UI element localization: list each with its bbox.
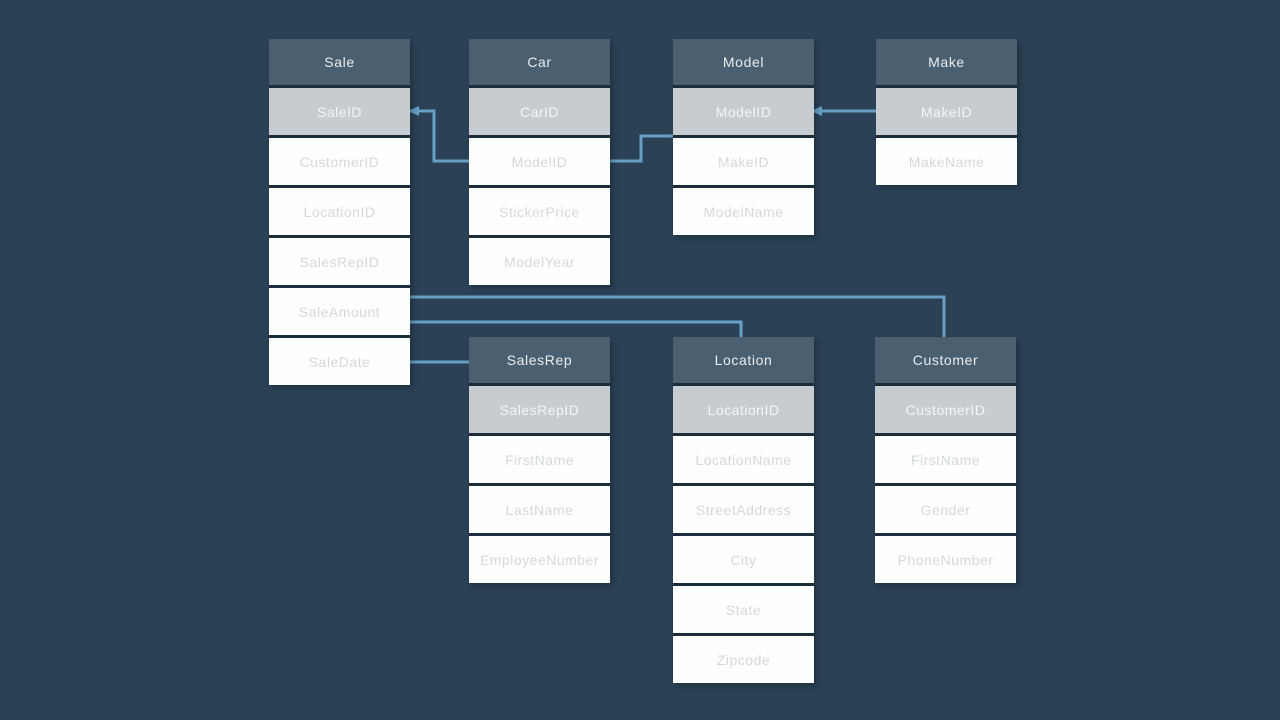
field-locationid: LocationID	[673, 386, 814, 433]
table-title: Customer	[875, 337, 1016, 383]
field-salesrepid: SalesRepID	[469, 386, 610, 433]
field-city: City	[673, 536, 814, 583]
relationship-line-sale-car	[410, 109, 469, 163]
field-customerid: CustomerID	[875, 386, 1016, 433]
field-customerid: CustomerID	[269, 138, 410, 185]
field-saledate: SaleDate	[269, 338, 410, 385]
table-title: Location	[673, 337, 814, 383]
field-saleid: SaleID	[269, 88, 410, 135]
field-modelyear: ModelYear	[469, 238, 610, 285]
field-makeid: MakeID	[876, 88, 1017, 135]
table-title: Car	[469, 39, 610, 85]
field-gender: Gender	[875, 486, 1016, 533]
field-phonenumber: PhoneNumber	[875, 536, 1016, 583]
field-modelid: ModelID	[469, 138, 610, 185]
field-employeenumber: EmployeeNumber	[469, 536, 610, 583]
table-title: Make	[876, 39, 1017, 85]
field-salesrepid: SalesRepID	[269, 238, 410, 285]
field-locationname: LocationName	[673, 436, 814, 483]
field-saleamount: SaleAmount	[269, 288, 410, 335]
table-title: Sale	[269, 39, 410, 85]
field-modelname: ModelName	[673, 188, 814, 235]
table-title: SalesRep	[469, 337, 610, 383]
field-firstname: FirstName	[875, 436, 1016, 483]
field-modelid: ModelID	[673, 88, 814, 135]
arrowhead-modelid	[811, 106, 822, 116]
field-zipcode: Zipcode	[673, 636, 814, 683]
field-streetaddress: StreetAddress	[673, 486, 814, 533]
arrowhead-saleid	[408, 106, 419, 116]
field-makename: MakeName	[876, 138, 1017, 185]
relationship-line-sale-location	[410, 320, 743, 339]
field-lastname: LastName	[469, 486, 610, 533]
field-makeid: MakeID	[673, 138, 814, 185]
relationship-line-car-model	[610, 134, 673, 163]
field-locationid: LocationID	[269, 188, 410, 235]
field-carid: CarID	[469, 88, 610, 135]
field-state: State	[673, 586, 814, 633]
field-stickerprice: StickerPrice	[469, 188, 610, 235]
table-title: Model	[673, 39, 814, 85]
relationship-line-sale-customer	[410, 295, 946, 339]
field-firstname: FirstName	[469, 436, 610, 483]
